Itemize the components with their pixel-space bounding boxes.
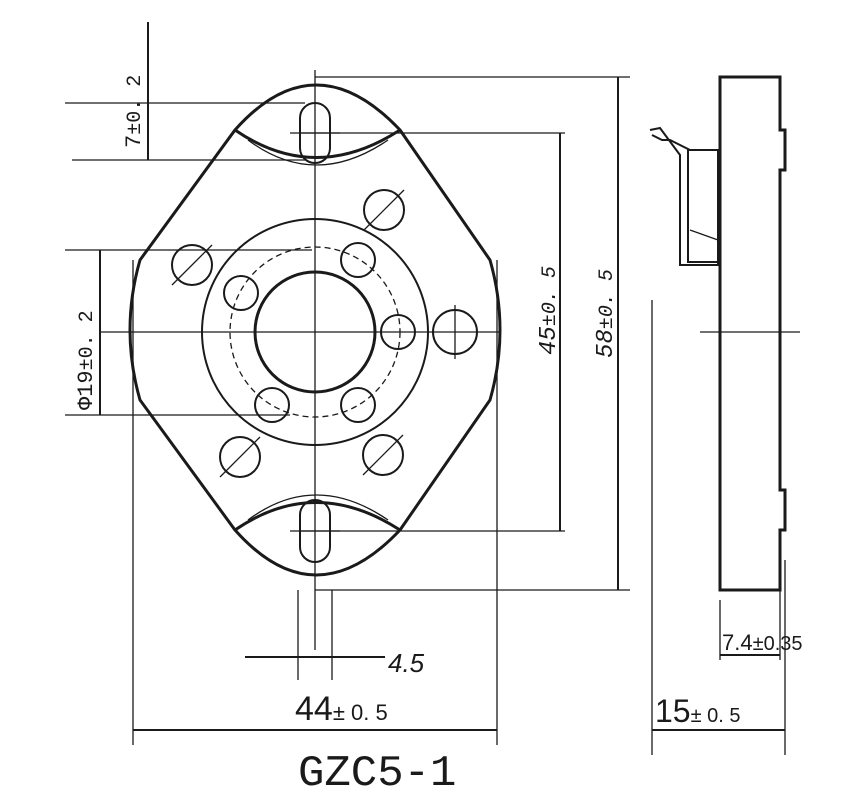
side-terminal-block [687, 149, 719, 263]
side-view: 7.4±0.35 15± 0. 5 [649, 75, 803, 755]
hole-bottom-right [362, 434, 404, 476]
pin-1 [340, 242, 376, 278]
dim-hole-span: 45±0. 5 [536, 266, 563, 355]
bottom-lobe-arc [234, 501, 401, 532]
hole-left [171, 244, 213, 286]
pin-4 [254, 387, 290, 423]
side-body [718, 75, 787, 592]
dim-flange-thickness: 7.4±0.35 [722, 630, 803, 655]
dim-overall-width: 44± 0. 5 [295, 690, 388, 728]
model-label: GZC5-1 [298, 749, 456, 792]
mounting-holes [171, 189, 478, 478]
pin-5 [223, 275, 259, 311]
front-view [100, 70, 502, 650]
top-lobe-arc [234, 128, 401, 159]
dimensions-front: 7±0. 2 Φ19±0. 2 45±0. 5 58±0. 5 4.5 [65, 22, 630, 792]
dim-slot-width: 4.5 [388, 648, 425, 678]
top-lobe-arc-inner [247, 139, 389, 166]
pin-3 [340, 387, 376, 423]
hole-top-right [363, 189, 405, 231]
dim-slot-pitch: 7±0. 2 [122, 75, 147, 148]
dim-thickness: 15± 0. 5 [655, 693, 741, 729]
side-terminal [649, 126, 719, 266]
bottom-lobe-arc-inner [247, 494, 389, 521]
dim-overall-height: 58±0. 5 [593, 269, 620, 358]
dim-bore-diameter: Φ19±0. 2 [74, 310, 99, 410]
hole-bottom-left [219, 436, 261, 478]
